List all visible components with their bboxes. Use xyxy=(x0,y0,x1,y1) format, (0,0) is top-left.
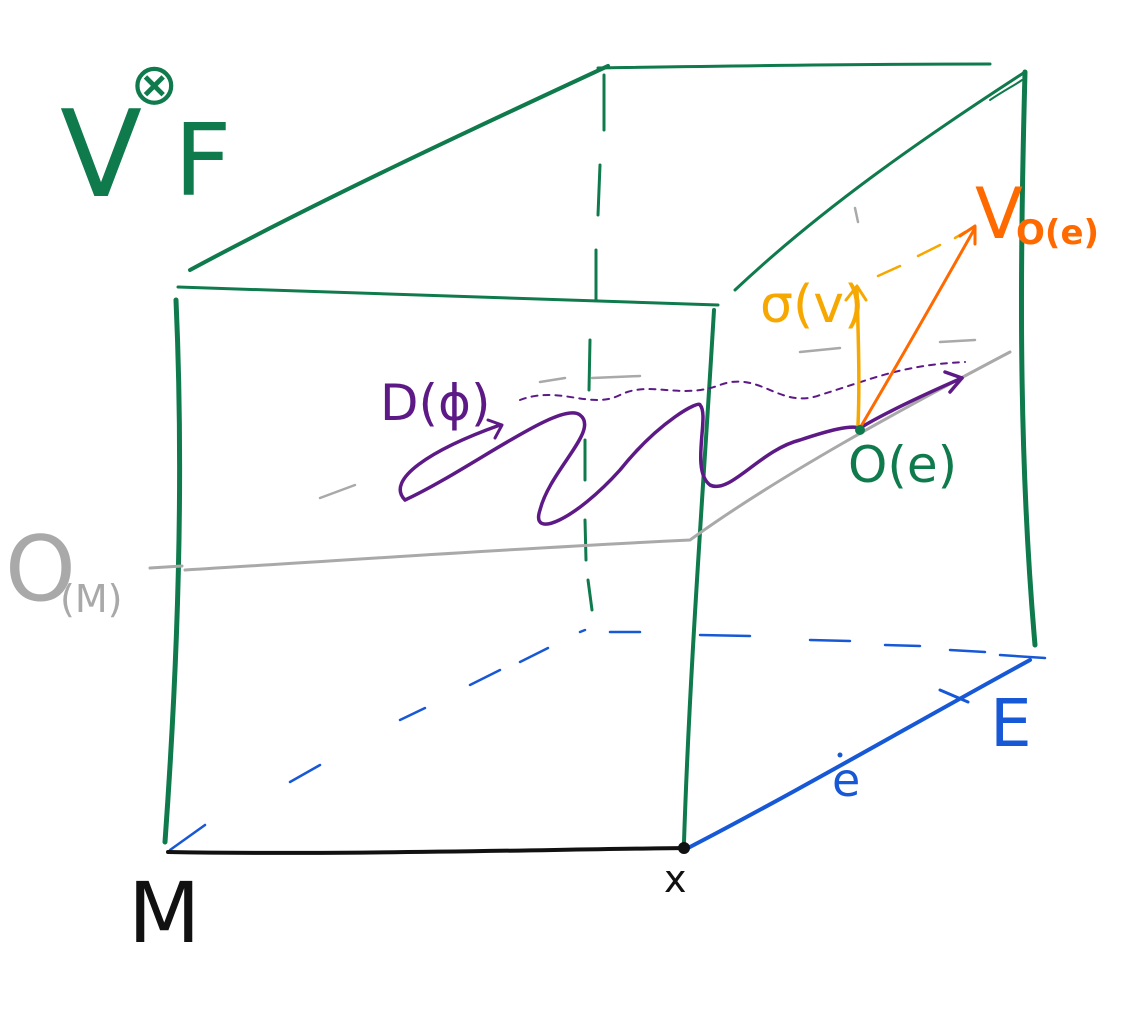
zero-section-plane xyxy=(148,206,1012,572)
differential-curve xyxy=(398,361,966,526)
base-manifold xyxy=(166,842,690,855)
vector-space-label: V xyxy=(975,173,1023,255)
bundle-base xyxy=(168,628,1047,852)
zero-point-dot xyxy=(855,425,865,435)
vector-arrow xyxy=(858,224,977,430)
tensor-symbol: ⊗ xyxy=(130,50,179,118)
differential-label: D(ϕ) xyxy=(380,374,491,432)
base-manifold-label: M xyxy=(128,864,200,962)
fiber-point-label: e xyxy=(832,753,860,807)
total-space-box xyxy=(162,62,1038,845)
base-point-label: x xyxy=(664,857,687,901)
zero-section-subscript: (M) xyxy=(60,577,122,621)
zero-section-label: O xyxy=(5,517,76,622)
fiber-label: F xyxy=(174,102,232,219)
zero-point-label: O(e) xyxy=(848,436,957,494)
bundle-label: E xyxy=(990,685,1032,762)
vector-space-subscript: O(e) xyxy=(1016,213,1099,253)
base-point-dot xyxy=(678,842,690,854)
section-value-label: σ(v) xyxy=(760,275,864,335)
total-space-label: V xyxy=(60,86,142,225)
